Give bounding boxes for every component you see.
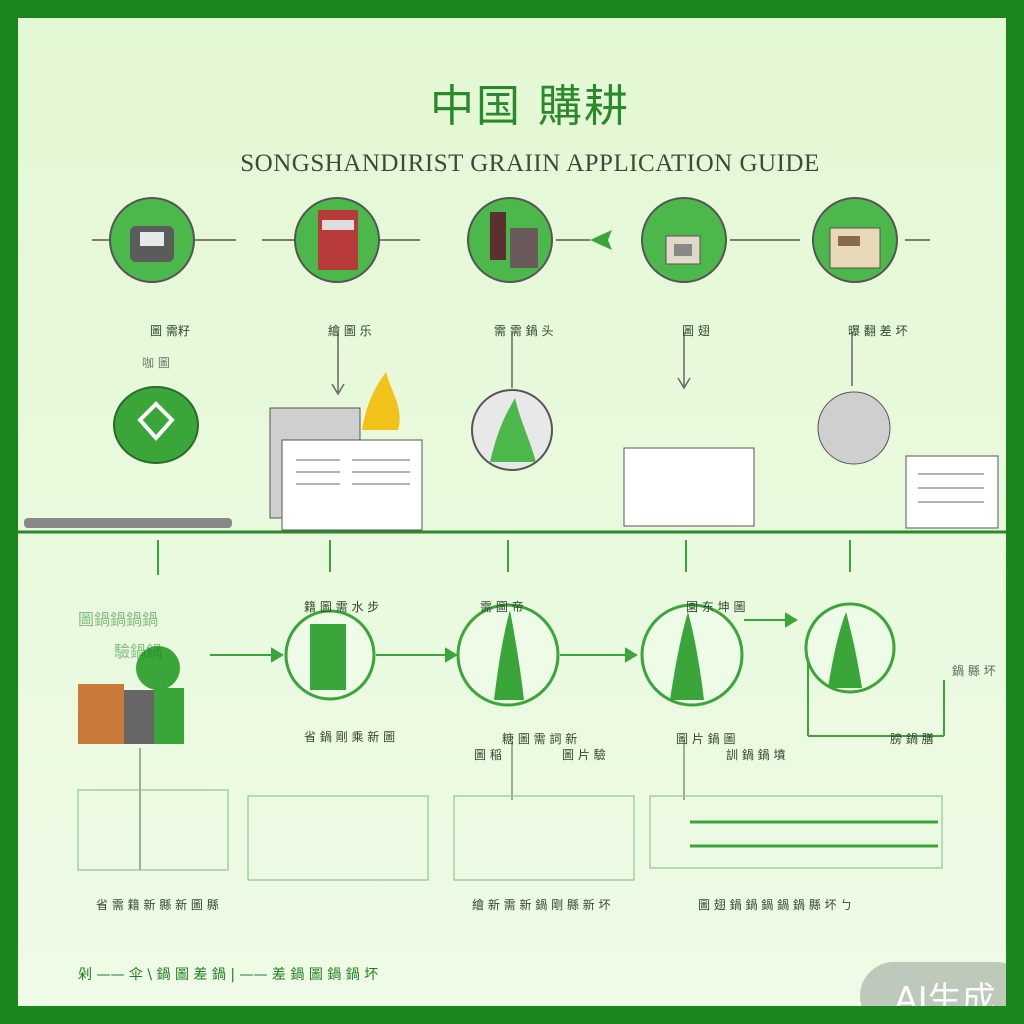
page-title: SONGSHANDIRIST GRAIIN APPLICATION GUIDE [240, 150, 820, 177]
step-label-2: 繪 圖 乐 [328, 324, 372, 338]
faint-label-1: 圖鍋鍋鍋鍋 [78, 610, 159, 629]
step-sublabel: 咖 圖 [142, 356, 170, 370]
flow-caption-1: 省 鍋 剛 乘 新 圖 [304, 730, 396, 744]
faint-label-2: 驗鍋鍋 [114, 642, 163, 661]
page-title-cjk: 中国 購耕 [430, 81, 630, 132]
bottom-left-illustration [78, 646, 184, 744]
bottom-sketch-panels [77, 789, 943, 881]
faint-label-right: 鍋 縣 坏 [952, 664, 996, 678]
step-label-5: 曝 翻 差 坏 [848, 324, 908, 338]
flow-label-1: 籍 圖 需 水 步 [304, 600, 380, 614]
step-label-1: 圖 需籽 [150, 324, 190, 338]
flow-sub-3: 訓 鍋 鍋 墳 [726, 748, 786, 762]
down-arrows [331, 332, 853, 396]
step-label-4: 圖 翅 [682, 324, 710, 338]
flow-sub-1: 圖 稲 [474, 748, 502, 762]
flow-sub-2: 圖 片 驗 [562, 748, 606, 762]
arrow-left-icon [590, 230, 612, 250]
footer-label-1: 省 需 籍 新 縣 新 圖 縣 [96, 898, 219, 912]
footer-label-3: 圖 翅 鍋 鍋 鍋 鍋 鍋 縣 坏 ㄅ [698, 898, 853, 912]
horizontal-divider [18, 518, 1006, 534]
bottom-flow-arrows [157, 540, 945, 737]
ai-generated-badge: AI生成 [860, 962, 1006, 1006]
top-step-icon-3 [467, 197, 553, 283]
footer-label-2: 繪 新 需 新 鍋 剛 縣 新 坏 [472, 898, 611, 912]
diagram-graphics [18, 197, 1006, 881]
flow-caption-3: 圖 片 鍋 圖 [676, 732, 736, 746]
bottom-stems [139, 740, 685, 870]
middle-illustrations [113, 372, 999, 531]
top-step-icon-2 [294, 197, 380, 283]
bottom-bar-label: 剁 —— 伞 \ 鍋 圖 差 鍋 | —— 差 鍋 圖 鍋 鍋 坏 [78, 967, 379, 983]
flow-caption-2: 糖 圖 需 詞 新 [502, 732, 578, 746]
top-step-icon-5 [812, 197, 898, 283]
top-step-icon-1 [109, 197, 195, 283]
flow-label-2: 需 圖 帝 [480, 600, 524, 614]
step-label-3: 需 需 鍋 头 [494, 324, 554, 338]
bottom-flow-circles [284, 602, 896, 707]
flow-caption-4: 膀 鍋 膳 [890, 732, 934, 746]
top-step-icon-4 [641, 197, 727, 283]
flow-label-3: 園 东 坤 圖 [686, 600, 746, 614]
